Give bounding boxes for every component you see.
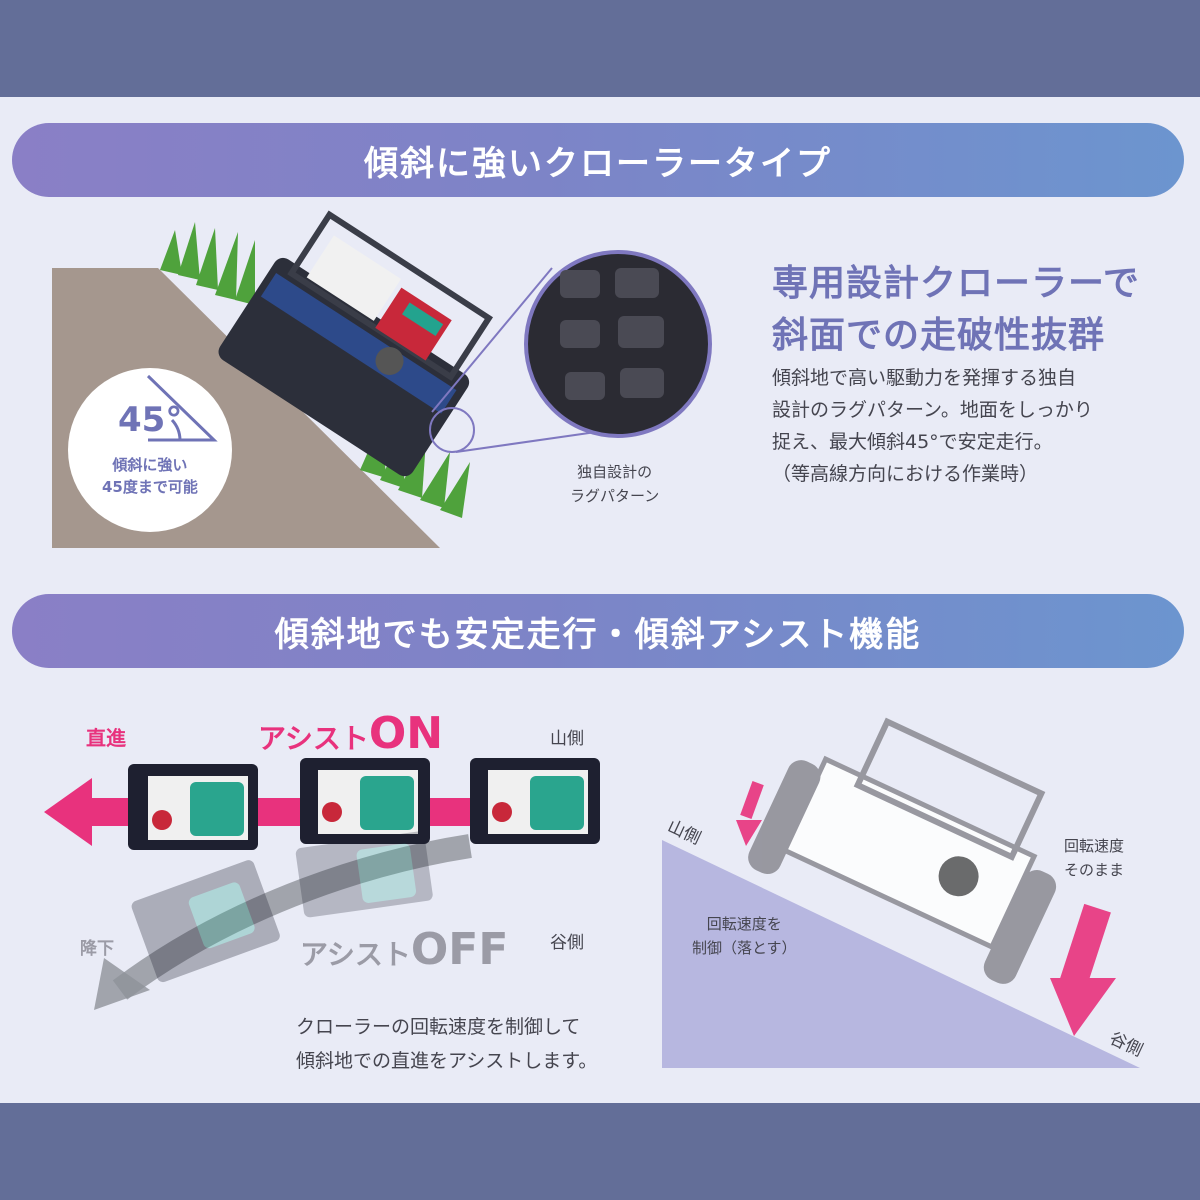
slow-note-line-2: 制御（落とす） [692, 939, 797, 957]
lug-pattern-caption: 独自設計の ラグパターン [570, 460, 659, 508]
body-line-2: 設計のラグパターン。地面をしっかり [772, 399, 1093, 421]
section-title-assist: 傾斜地でも安定走行・傾斜アシスト機能 [12, 594, 1184, 668]
assist-body-line-2: 傾斜地での直進をアシストします。 [296, 1050, 598, 1072]
body-line-3: 捉え、最大傾斜45°で安定走行。 [772, 431, 1053, 453]
headline-line-2: 斜面での走破性抜群 [772, 315, 1106, 356]
mower-top-2 [300, 758, 430, 844]
slow-arrow-icon [736, 781, 764, 846]
assist-on-prefix: アシスト [258, 722, 369, 755]
slope-diagram [662, 840, 1140, 1068]
mower-top-1 [128, 764, 258, 850]
assist-body: クローラーの回転速度を制御して 傾斜地での直進をアシストします。 [296, 1010, 597, 1078]
body-line-4: （等高線方向における作業時） [772, 463, 1039, 485]
straight-label: 直進 [86, 726, 126, 750]
section-title-crawler: 傾斜に強いクローラータイプ [12, 123, 1184, 197]
headline-line-1: 専用設計クローラーで [772, 263, 1140, 304]
mower-top-ghost-2 [295, 831, 433, 918]
top-band [0, 0, 1200, 97]
assist-off-state: OFF [410, 924, 509, 975]
feature-headline: 専用設計クローラーで 斜面での走破性抜群 [772, 258, 1140, 362]
angle-icon [146, 374, 218, 442]
uphill-label: 山側 [550, 729, 584, 749]
slow-note-line-1: 回転速度を [706, 915, 782, 933]
keep-note-line-2: そのまま [1064, 861, 1125, 879]
straight-arrow-icon [44, 778, 92, 846]
descend-label: 降下 [80, 939, 114, 959]
keep-note-line-1: 回転速度 [1064, 837, 1125, 855]
downhill-label: 谷側 [550, 933, 584, 953]
feature-body: 傾斜地で高い駆動力を発揮する独自 設計のラグパターン。地面をしっかり 捉え、最大… [772, 362, 1093, 490]
angle-caption-line-2: 45度まで可能 [102, 478, 198, 496]
assist-off-label: アシストOFF [300, 924, 508, 975]
angle-caption-line-1: 傾斜に強い [112, 456, 188, 474]
assist-on-state: ON [368, 708, 444, 759]
assist-body-line-1: クローラーの回転速度を制御して [296, 1016, 581, 1038]
bottom-band [0, 1103, 1200, 1200]
descend-arrow-icon [112, 834, 472, 1000]
slow-note: 回転速度を 制御（落とす） [692, 912, 797, 960]
mower-side-illustration [748, 717, 1057, 984]
assist-on-label: アシストON [258, 708, 443, 759]
angle-badge [68, 368, 232, 532]
lug-caption-line-1: 独自設計の [577, 463, 653, 481]
angle-label: 45° [118, 400, 183, 440]
angle-caption: 傾斜に強い 45度まで可能 [102, 454, 198, 498]
body-line-1: 傾斜地で高い駆動力を発揮する独自 [772, 367, 1077, 389]
mower-top-ghost [131, 860, 280, 983]
mower-top-3 [470, 758, 600, 844]
keep-speed-arrow-icon [1050, 903, 1116, 1036]
assist-off-prefix: アシスト [300, 938, 411, 971]
lug-caption-line-2: ラグパターン [570, 487, 660, 505]
keep-note: 回転速度 そのまま [1064, 834, 1124, 882]
mower-illustration [218, 210, 494, 477]
